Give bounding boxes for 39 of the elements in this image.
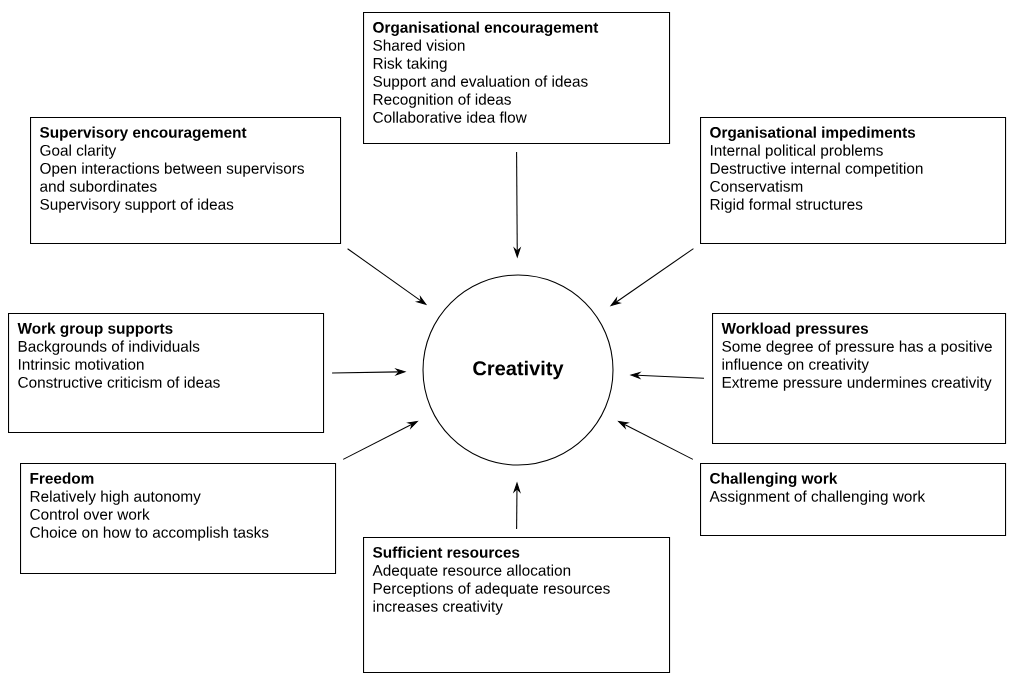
list-item: Internal political problems (710, 144, 883, 159)
list-item: Collaborative idea flow (373, 111, 527, 123)
list-item: Destructive internal competition (710, 162, 923, 177)
box-heading: Supervisory encouragement (40, 126, 247, 141)
factor-box (30, 117, 342, 245)
box-heading: Organisational encouragement (373, 21, 599, 36)
list-item: Conservatism (710, 180, 803, 192)
list-item: Extreme pressure undermines creativity (722, 376, 992, 391)
box-heading: Sufficient resources (373, 546, 520, 558)
list-item: Shared vision (373, 39, 465, 51)
list-item: Control over work (30, 508, 150, 520)
box-heading: Workload pressures (721, 322, 869, 337)
list-item: Support and evaluation of ideas (373, 75, 588, 90)
list-item: Backgrounds of individuals (18, 340, 200, 355)
factor-box (20, 463, 337, 575)
list-item: Risk taking (373, 57, 447, 72)
list-item: Rigid formal structures (710, 198, 863, 213)
box-heading: Work group supports (17, 322, 173, 337)
factor-box (363, 537, 671, 674)
list-item: Relatively high autonomy (30, 490, 201, 505)
factor-box (700, 463, 1007, 537)
list-item: Some degree of pressure has a positive influence on creativity (722, 340, 992, 373)
list-item: Assignment of challenging work (709, 490, 926, 505)
list-item: Goal clarity (40, 144, 117, 159)
factor-box (363, 12, 671, 145)
box-heading: Freedom (30, 472, 94, 484)
box-heading: Challenging work (710, 472, 838, 487)
list-item: Constructive criticism of ideas (18, 376, 220, 388)
list-item: Open interactions between supervisors and subordinates (40, 162, 304, 192)
box-heading: Organisational impediments (710, 126, 916, 141)
factor-box (712, 313, 1007, 445)
list-item: Choice on how to accomplish tasks (30, 526, 269, 541)
factor-box (8, 313, 325, 434)
factor-box (700, 117, 1007, 245)
list-item: Intrinsic motivation (18, 358, 144, 370)
list-item: Recognition of ideas (373, 93, 511, 108)
list-item: Supervisory support of ideas (40, 198, 234, 213)
list-item: Adequate resource allocation (372, 564, 571, 579)
list-item: Perceptions of adequate resources increases creativity (373, 582, 610, 615)
